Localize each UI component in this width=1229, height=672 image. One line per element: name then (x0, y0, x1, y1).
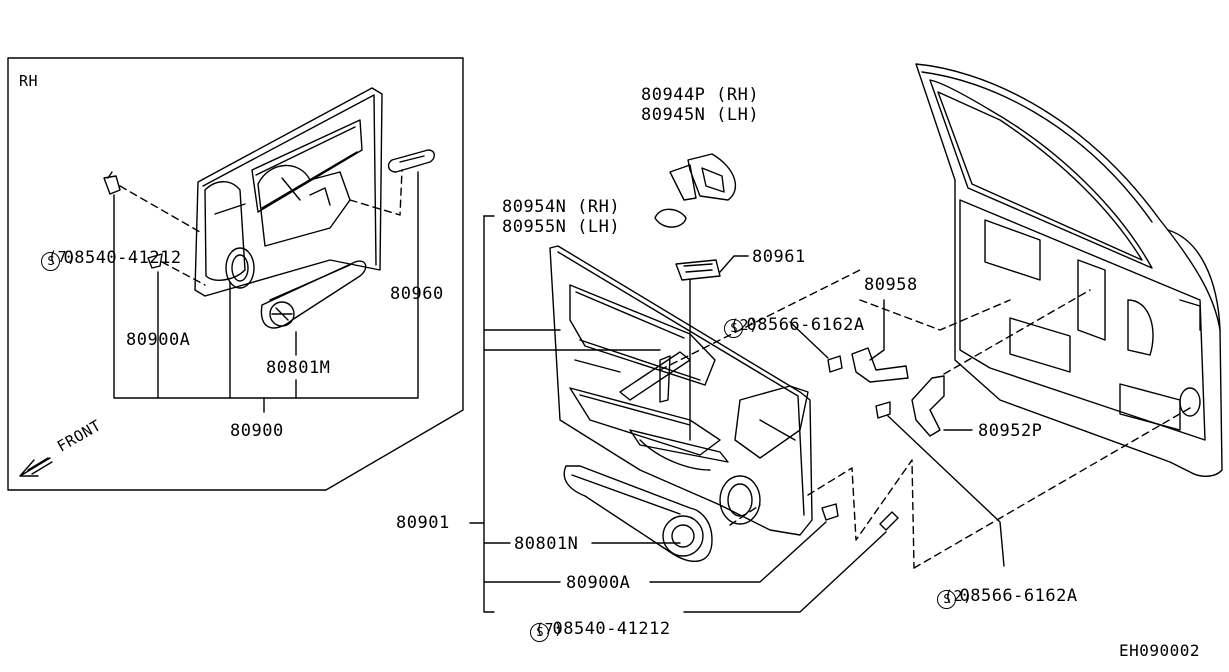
main-pocket (563, 465, 713, 563)
switch-cap (654, 208, 687, 228)
inset-clip-label: 80900A (126, 330, 191, 350)
bracket-label: 80958 (864, 275, 918, 295)
inset-frame (7, 57, 464, 491)
handle-lh-label: 80945N (LH) (641, 105, 760, 125)
clip-label: 80900A (566, 573, 631, 593)
pocket-label: 80801N (514, 534, 579, 554)
bezel-label: 80961 (752, 247, 806, 267)
inset-pocket (260, 260, 367, 329)
inset-title: RH (19, 72, 39, 90)
inside-handle (669, 153, 737, 201)
s-circle-icon: S (724, 319, 744, 338)
inset-screw (103, 171, 121, 195)
inset-assembly-label: 80900 (230, 421, 284, 441)
inset-screw-qty: (7) (48, 248, 77, 266)
front-arrow-icon (19, 457, 53, 477)
screw-a-qty: (2) (730, 316, 759, 334)
screw-b-qty: (2) (944, 587, 973, 605)
clip-80900A (821, 503, 839, 521)
trim-label: 80901 (396, 513, 450, 533)
screw-08566-b (875, 401, 891, 419)
switch-lh-label: 80955N (LH) (502, 217, 621, 237)
s-circle-icon: S (937, 590, 957, 609)
inset-pocket-label: 80801M (266, 358, 331, 378)
bracket-80958 (851, 347, 909, 383)
inset-clip (147, 253, 163, 269)
screw-c-qty: (7) (535, 620, 564, 638)
bracket-80952P (911, 375, 945, 437)
figure-code: EH090002 (1119, 641, 1201, 660)
main-door-trim (549, 245, 813, 536)
handle-rh-label: 80944P (RH) (641, 85, 760, 105)
bracket-b-label: 80952P (978, 421, 1043, 441)
screw-08566-a (827, 355, 843, 373)
switch-bezel (675, 259, 721, 281)
s-circle-icon: S (530, 623, 550, 642)
inset-door-trim (194, 87, 383, 297)
inset-handle (387, 149, 435, 173)
s-circle-icon: S (41, 252, 61, 271)
door-inner-panel (915, 63, 1223, 477)
screw-08540 (879, 511, 899, 531)
inset-handle-label: 80960 (390, 284, 444, 304)
switch-rh-label: 80954N (RH) (502, 197, 621, 217)
